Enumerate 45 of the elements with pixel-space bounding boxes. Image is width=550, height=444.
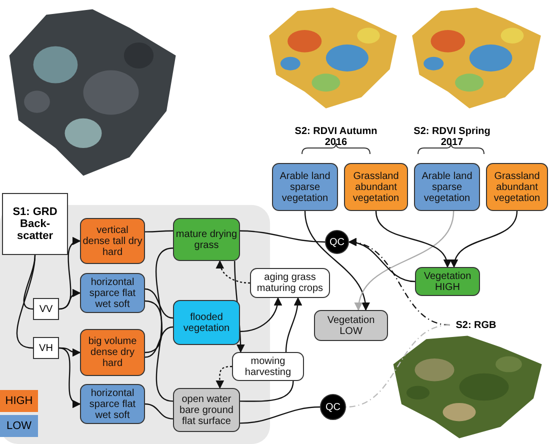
arrow [216,366,232,389]
source-label: S2: RGB [450,318,502,332]
connector-line [144,300,174,402]
process-box: Grassland abundant vegetation [344,163,408,211]
process-box: horizontal sparce flat wet soft [80,384,145,424]
process-box: Vegetation HIGH [415,267,480,296]
connector-line [240,230,326,243]
legend-swatch: HIGH [0,390,38,412]
source-label: S2: RDVI Spring 2017 [412,126,492,148]
qc-circle: QC [320,394,346,420]
process-box: horizontal sparce flat wet soft [80,273,145,313]
connector-line [144,326,174,358]
process-box: flooded vegetation [173,300,240,345]
process-box: Grassland abundant vegetation [486,163,548,211]
process-box: vertical dense tall dry hard [80,218,145,264]
source-label: S2: RDVI Autumn 2016 [294,126,378,148]
arrow [58,290,81,310]
process-box: Vegetation LOW [314,310,388,341]
connector-line [144,248,174,354]
connector-line [145,230,173,232]
arrow [285,297,302,352]
connector-line [240,380,294,402]
qc-circle: QC [325,230,349,254]
process-box: aging grass maturing crops [250,268,330,298]
arrow [451,210,518,268]
connector-line [240,406,320,424]
process-box: S1: GRD Back-scatter [2,193,68,255]
legend-swatch: LOW [0,415,38,437]
arrow [355,210,454,311]
arrow [375,210,450,268]
connector-line [144,288,174,319]
process-box: big volume dense dry hard [80,329,145,376]
process-box: Arable land sparse vegetation [272,163,338,211]
process-box: mature drying grass [173,218,240,261]
process-box: VH [33,337,59,359]
connector-line [16,254,36,349]
arrow [58,347,81,406]
arrow [240,297,282,332]
arrow [304,210,370,311]
process-box: mowing harvesting [232,352,304,381]
process-box: Arable land sparse vegetation [414,163,480,211]
process-box: VV [33,298,59,320]
connector-line [144,403,174,420]
arrow [216,260,250,284]
process-box: open water bare ground flat surface [173,388,240,432]
